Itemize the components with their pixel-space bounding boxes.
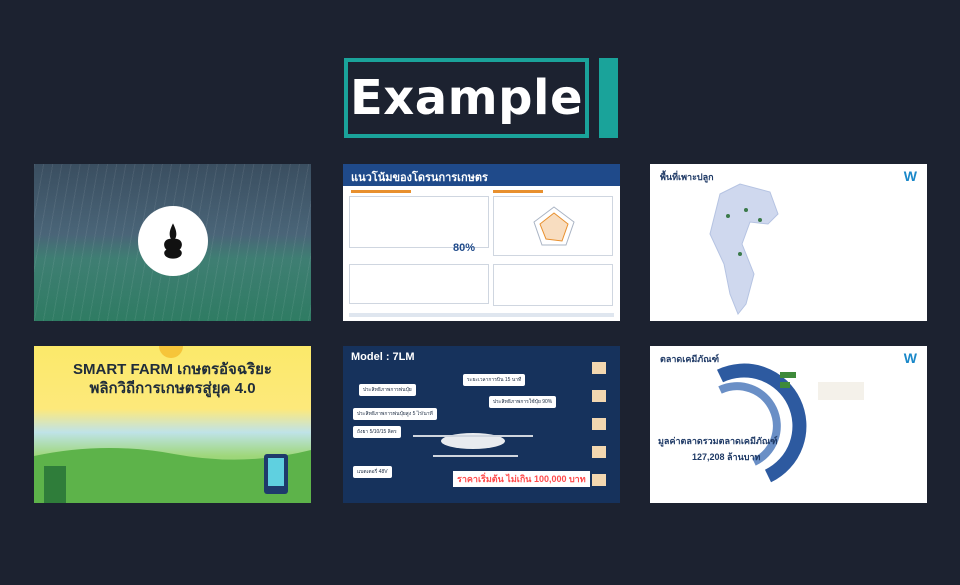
- thailand-4-panel: [349, 264, 489, 304]
- spec-pill: ระยะเวลาการบิน 15 นาที: [463, 374, 526, 386]
- slide-4-heading: SMART FARM เกษตรอัจฉริยะ พลิกวิถีการเกษต…: [34, 360, 311, 398]
- footer-strip: [349, 313, 614, 317]
- radar-chart-panel: [493, 196, 613, 256]
- brand-logo-icon: W: [903, 350, 917, 366]
- slide-thumbnail-1[interactable]: [34, 164, 311, 321]
- spec-pill: ประสิทธิภาพการพ่นปุ๋ยสูง 5 ไร่/นาที: [353, 408, 437, 420]
- brand-logo-icon: W: [903, 168, 917, 184]
- page-title: Example: [349, 70, 584, 126]
- university-emblem-icon: [138, 206, 208, 276]
- feature-icon: [592, 474, 606, 486]
- example-title-block: Example: [344, 58, 618, 138]
- feature-icons: [592, 362, 606, 486]
- heading-line-2: พลิกวิถีการเกษตรสู่ยุค 4.0: [89, 380, 256, 397]
- emblem-glyph-icon: [164, 223, 182, 259]
- section-underline: [351, 190, 411, 193]
- market-growth-panel: [349, 196, 489, 248]
- slide-thumbnail-3[interactable]: พื้นที่เพาะปลูก W: [650, 164, 927, 321]
- farm-illustration: [34, 346, 311, 503]
- adoption-stat: 80%: [453, 242, 476, 254]
- title-frame: Example: [344, 58, 589, 138]
- feature-icon: [592, 390, 606, 402]
- feature-icon: [592, 362, 606, 374]
- market-donut-chart: [716, 363, 864, 483]
- slide-thumbnail-6[interactable]: ตลาดเคมีภัณฑ์ W มูลค่าตลาดรวมตลาดเคมีภัณ…: [650, 346, 927, 503]
- spec-pill: ประสิทธิภาพการใช้ปุ๋ย 90%: [489, 396, 557, 408]
- title-accent-bar: [599, 58, 618, 138]
- slide-thumbnail-5[interactable]: Model : 7LM ระยะเวลาการบิน 15 นาที ประสิ…: [343, 346, 620, 503]
- drone-illustration: [413, 433, 533, 457]
- radar-chart: [533, 206, 575, 246]
- section-underline: [493, 190, 543, 193]
- data-table-panel: [493, 264, 613, 306]
- slide-thumbnail-2[interactable]: แนวโน้มของโดรนการเกษตร 80%: [343, 164, 620, 321]
- feature-icon: [592, 446, 606, 458]
- market-value: 127,208 ล้านบาท: [692, 452, 761, 462]
- feature-icon: [592, 418, 606, 430]
- spec-pill: ถังยา 5/10/15 ลิตร: [353, 426, 401, 438]
- thailand-map: [709, 183, 779, 315]
- heading-line-1: SMART FARM เกษตรอัจฉริยะ: [73, 361, 272, 378]
- slide-3-heading: พื้นที่เพาะปลูก: [660, 172, 714, 182]
- market-caption: มูลค่าตลาดรวมตลาดเคมีภัณฑ์: [658, 436, 778, 446]
- slide-6-heading: ตลาดเคมีภัณฑ์: [660, 354, 720, 364]
- slide-thumbnail-4[interactable]: SMART FARM เกษตรอัจฉริยะ พลิกวิถีการเกษต…: [34, 346, 311, 503]
- price-label: ราคาเริ่มต้น ไม่เกิน 100,000 บาท: [453, 471, 590, 487]
- spec-pill: ประสิทธิภาพการพ่นปุ๋ย: [359, 384, 416, 396]
- slide-2-heading: แนวโน้มของโดรนการเกษตร: [343, 164, 620, 186]
- slide-5-heading: Model : 7LM: [351, 351, 415, 363]
- spec-pill: แบตเตอรี่ 48V: [353, 466, 392, 478]
